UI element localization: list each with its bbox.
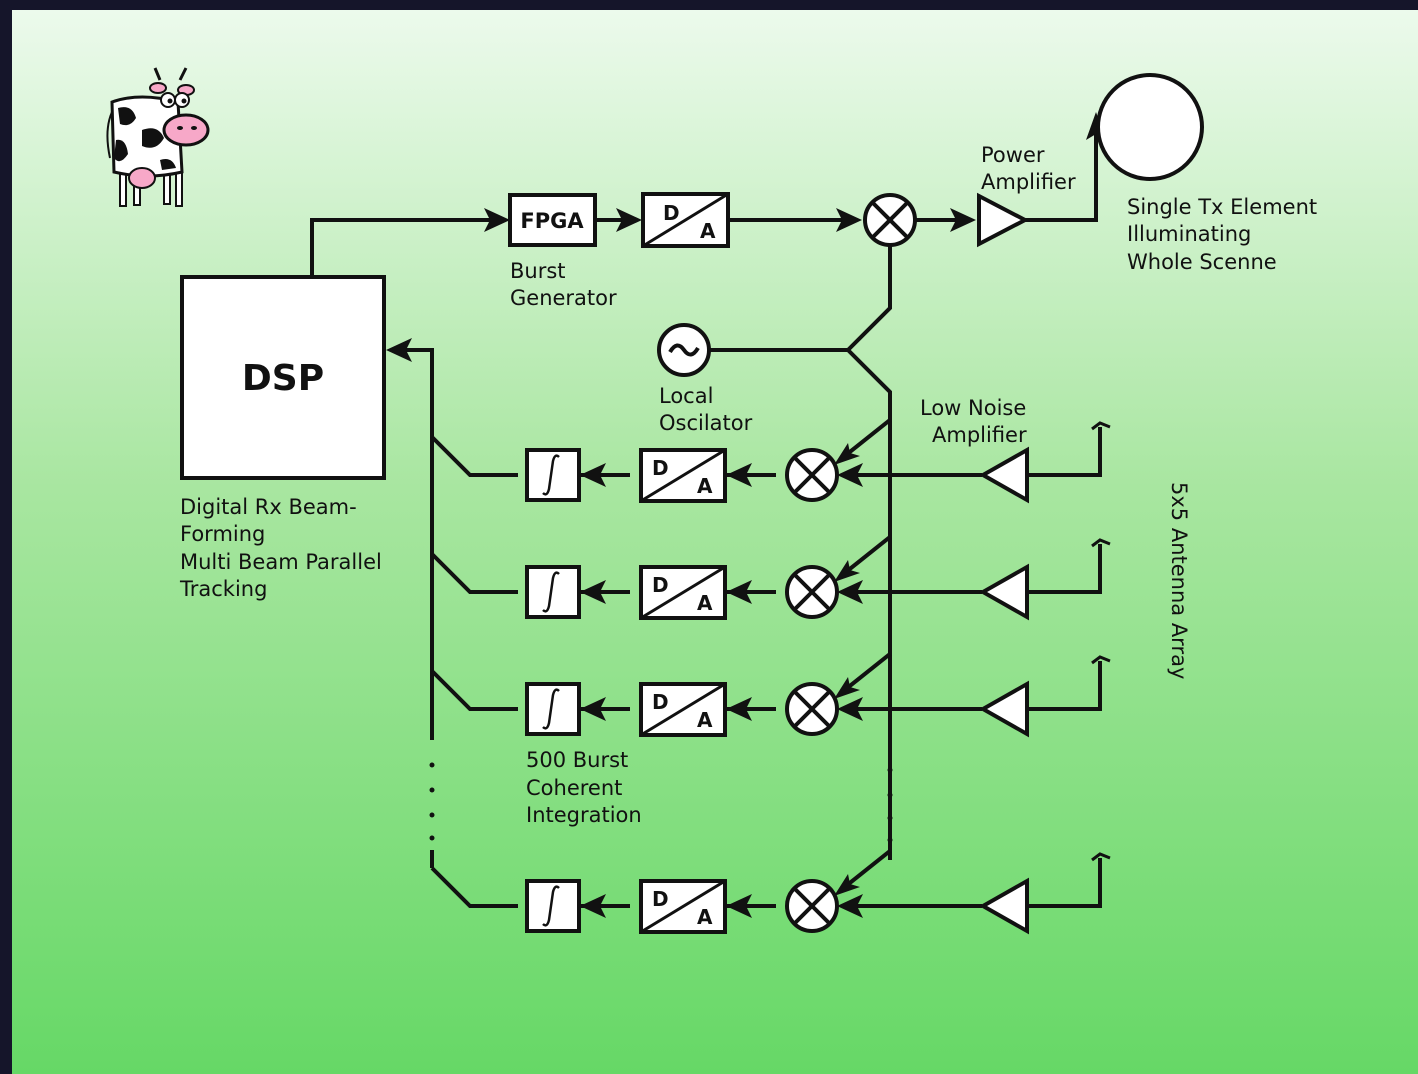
low-noise-amplifier-label: Low Noise Amplifier — [920, 396, 1033, 447]
mixer-x-icon — [785, 565, 839, 619]
mixer-x-icon — [785, 682, 839, 736]
mixer-x-icon — [785, 879, 839, 933]
rx-chain-row: DA — [430, 652, 1111, 738]
svg-text:A: A — [697, 708, 713, 732]
antenna-icon — [1091, 538, 1111, 548]
triangle-amplifier-icon — [978, 877, 1029, 935]
triangle-amplifier-icon — [978, 563, 1029, 621]
tx-wiring — [310, 130, 1098, 860]
dsp-label: DSP — [242, 358, 324, 399]
rx-dac-block: DA — [639, 565, 727, 620]
rx-dac-block: DA — [639, 682, 727, 737]
svg-text:D: D — [652, 573, 669, 597]
rx-dac-block: DA — [639, 879, 727, 934]
svg-text:D: D — [652, 456, 669, 480]
integral-icon — [525, 448, 581, 502]
fpga-label: FPGA — [520, 209, 584, 233]
burst-generator-label: Burst Generator — [510, 259, 617, 310]
rx-chain-row: DA — [430, 849, 1111, 935]
triangle-amplifier-icon — [978, 680, 1029, 738]
integral-icon — [525, 879, 581, 933]
antenna-array-label: 5x5 Antenna Array — [1167, 482, 1191, 679]
integral-icon — [525, 565, 581, 619]
dsp-description-label: Digital Rx Beam- Forming Multi Beam Para… — [179, 495, 389, 601]
rx-chain-row: DA — [430, 535, 1111, 621]
tx-element-icon — [1096, 73, 1204, 181]
svg-text:D: D — [663, 201, 680, 225]
tx-mixer-icon — [863, 193, 917, 247]
antenna-icon — [1091, 852, 1111, 862]
cow-icon — [106, 67, 210, 207]
local-oscillator-label: Local Oscilator — [659, 384, 753, 435]
mixer-x-icon — [785, 448, 839, 502]
svg-text:D: D — [652, 690, 669, 714]
rx-dac-block: DA — [639, 448, 727, 503]
power-amplifier-label: Power Amplifier — [981, 143, 1076, 194]
dsp-block — [180, 275, 386, 480]
antenna-icon — [1091, 655, 1111, 665]
integral-icon — [525, 682, 581, 736]
sine-wave-icon — [657, 323, 711, 377]
triangle-amplifier-icon — [978, 446, 1029, 504]
rx-chain-row: DA — [430, 418, 1111, 504]
svg-text:D: D — [652, 887, 669, 911]
tx-dac-block: D A — [641, 192, 730, 248]
svg-text:A: A — [697, 591, 713, 615]
fpga-block — [508, 193, 597, 247]
integration-label: 500 Burst Coherent Integration — [526, 748, 642, 827]
power-amplifier-icon — [977, 192, 1030, 248]
svg-text:A: A — [697, 474, 713, 498]
antenna-icon — [1091, 421, 1111, 431]
rx-bus — [386, 338, 893, 868]
svg-text:A: A — [697, 905, 713, 929]
svg-text:A: A — [700, 219, 716, 243]
tx-element-label: Single Tx Element Illuminating Whole Sce… — [1127, 195, 1324, 274]
